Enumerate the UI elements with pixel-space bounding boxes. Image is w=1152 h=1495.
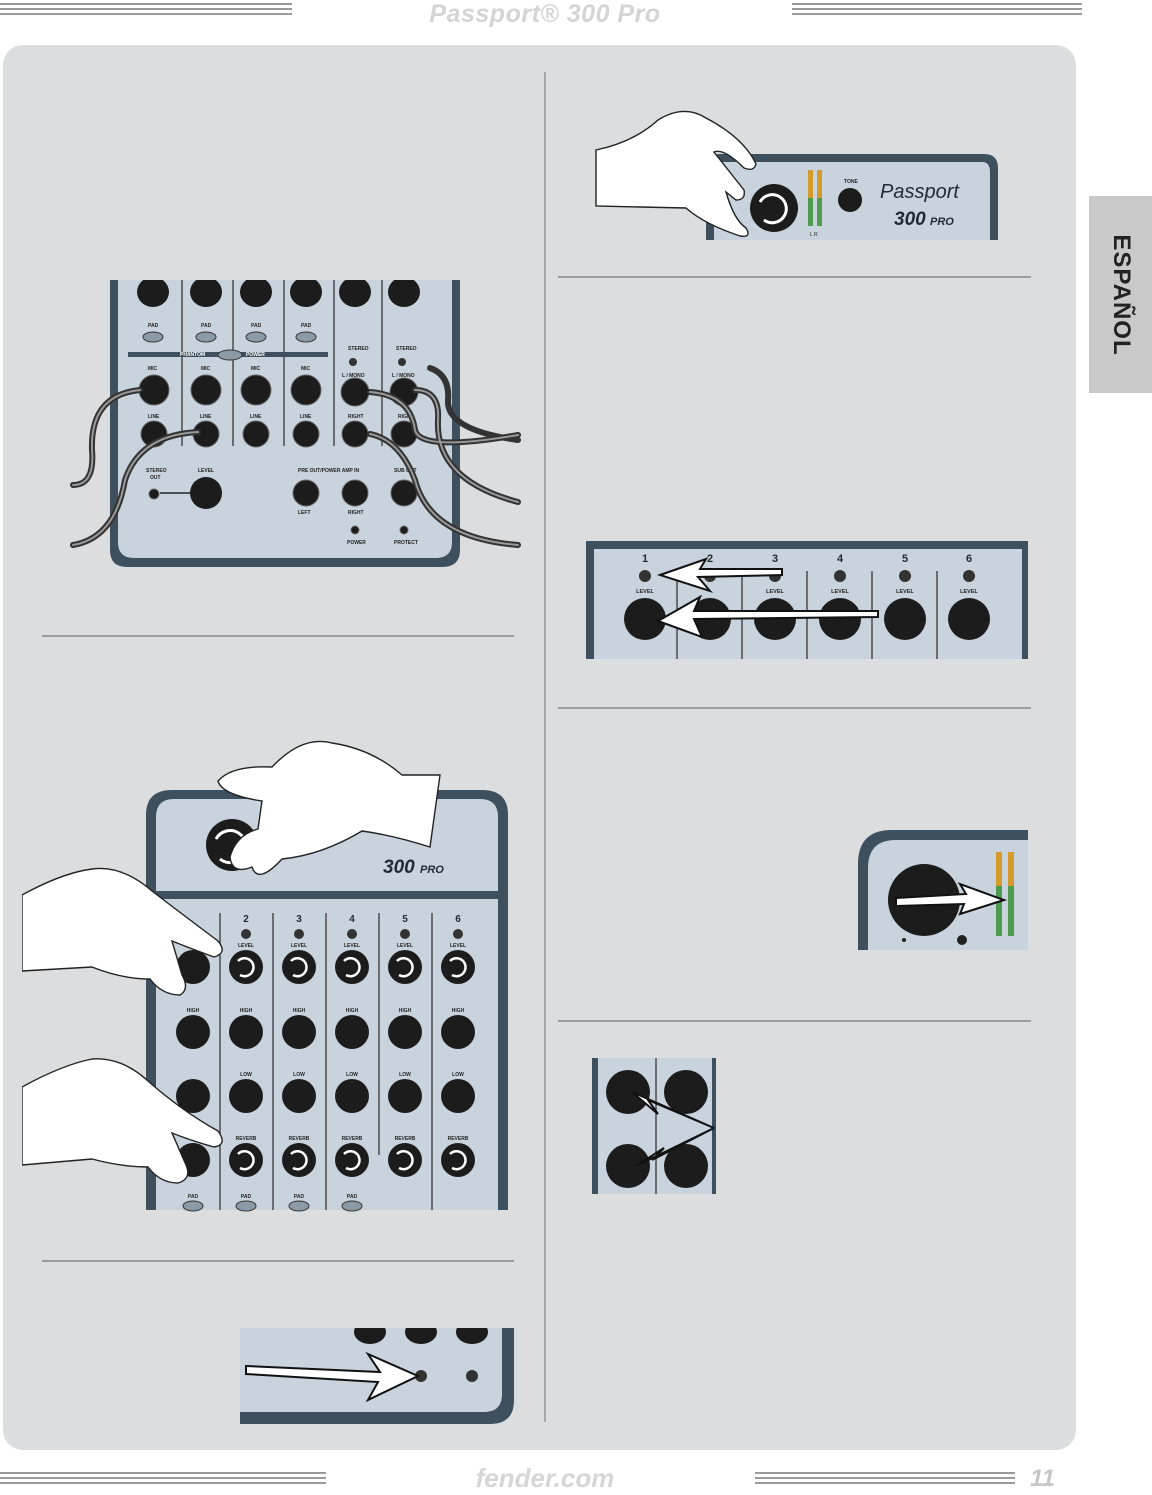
svg-text:LEVEL: LEVEL — [450, 943, 466, 949]
channel-number: 4 — [349, 914, 355, 925]
channel-number: 6 — [455, 914, 461, 925]
section-divider-left-1 — [42, 635, 514, 637]
svg-text:REVERB: REVERB — [448, 1136, 469, 1142]
channel-number: 1 — [642, 553, 648, 565]
page-number: 11 — [1030, 1465, 1055, 1492]
svg-text:PAD: PAD — [241, 1194, 252, 1200]
channel-number: 6 — [966, 553, 972, 565]
model-number: 300 — [894, 209, 926, 230]
svg-text:HIGH: HIGH — [399, 1008, 412, 1014]
model-suffix: PRO — [420, 864, 444, 876]
svg-text:PAD: PAD — [294, 1194, 305, 1200]
figure-knob-pair — [592, 1058, 716, 1196]
svg-text:LEVEL: LEVEL — [896, 589, 914, 595]
channel-number: 5 — [902, 553, 908, 565]
model-number: 300 — [383, 857, 415, 878]
svg-text:REVERB: REVERB — [395, 1136, 416, 1142]
figure-jack-panel — [240, 1328, 514, 1424]
footer-rule-right — [755, 1472, 1015, 1490]
svg-text:REVERB: REVERB — [289, 1136, 310, 1142]
svg-text:PAD: PAD — [347, 1194, 358, 1200]
pad-label: PAD — [148, 323, 159, 329]
header-rule-right — [792, 3, 1082, 21]
svg-text:LEVEL: LEVEL — [766, 589, 784, 595]
svg-text:LEVEL: LEVEL — [344, 943, 360, 949]
svg-text:LEVEL: LEVEL — [636, 589, 654, 595]
svg-text:LEVEL: LEVEL — [831, 589, 849, 595]
tone-label: TONE — [844, 179, 858, 185]
svg-text:LOW: LOW — [452, 1072, 464, 1078]
channel-number: 2 — [243, 914, 249, 925]
svg-text:REVERB: REVERB — [342, 1136, 363, 1142]
svg-text:LEVEL: LEVEL — [238, 943, 254, 949]
content-panel — [3, 45, 1076, 1450]
language-tab-label: ESPAÑOL — [1108, 234, 1135, 356]
svg-text:HIGH: HIGH — [293, 1008, 306, 1014]
section-divider-right-3 — [558, 1020, 1031, 1022]
page-header-title: Passport® 300 Pro — [429, 0, 661, 28]
section-divider-right-2 — [558, 707, 1031, 709]
model-suffix: PRO — [930, 216, 954, 228]
figure-master-volume: TONE L R Passport 300 PRO — [594, 108, 1004, 244]
channel-number: 2 — [707, 553, 713, 565]
svg-text:LOW: LOW — [293, 1072, 305, 1078]
svg-text:POWER: POWER — [246, 352, 265, 358]
svg-text:PHANTOM: PHANTOM — [180, 352, 205, 358]
brand-passport: Passport — [880, 181, 960, 203]
svg-text:LOW: LOW — [399, 1072, 411, 1078]
footer-website: fender.com — [475, 1463, 615, 1493]
channel-number: 3 — [772, 553, 778, 565]
svg-text:HIGH: HIGH — [346, 1008, 359, 1014]
svg-text:LEVEL: LEVEL — [291, 943, 307, 949]
svg-text:LEVEL: LEVEL — [960, 589, 978, 595]
language-tab[interactable] — [1089, 196, 1152, 393]
section-divider-left-2 — [42, 1260, 514, 1262]
svg-text:REVERB: REVERB — [236, 1136, 257, 1142]
channel-number: 3 — [296, 914, 302, 925]
svg-text:LEVEL: LEVEL — [397, 943, 413, 949]
header-rule-left — [0, 3, 292, 21]
figure-channel-adjust: 300 PRO 2 3 4 5 6 LEVEL LEVEL LEVEL LEVEL LE… — [22, 735, 512, 1215]
meter-label: L R — [810, 232, 818, 238]
svg-text:LOW: LOW — [346, 1072, 358, 1078]
svg-text:LOW: LOW — [240, 1072, 252, 1078]
channel-number: 4 — [837, 553, 844, 565]
section-divider-right-1 — [558, 276, 1031, 278]
figure-output-meter — [856, 828, 1030, 952]
column-divider — [544, 72, 546, 1422]
footer-rule-left — [0, 1472, 326, 1490]
channel-number: 5 — [402, 914, 408, 925]
svg-text:HIGH: HIGH — [187, 1008, 200, 1014]
figure-channel-levels: 1 2 3 4 5 6 LEVEL LEVEL LEVEL LEVEL LEVEL — [586, 541, 1028, 661]
svg-text:HIGH: HIGH — [452, 1008, 465, 1014]
svg-text:HIGH: HIGH — [240, 1008, 253, 1014]
svg-text:PAD: PAD — [188, 1194, 199, 1200]
